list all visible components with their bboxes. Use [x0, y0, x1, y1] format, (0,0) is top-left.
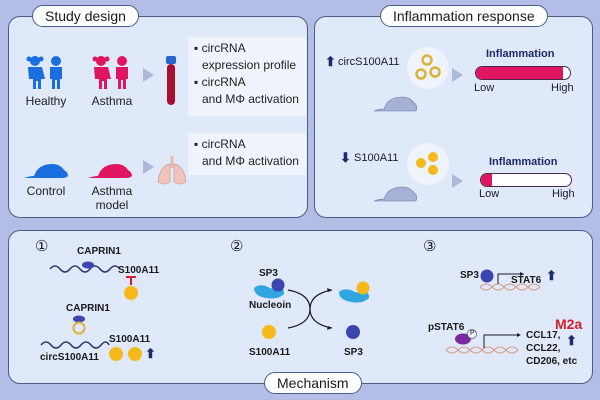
target-genes-list: CCL17, CCL22, CD206, etc — [526, 329, 577, 368]
up-arrow-icon: ⬆ — [145, 346, 156, 361]
inflammation-bar-fill-1 — [476, 67, 564, 79]
phospho-label: P — [470, 330, 475, 337]
low-label-1: Low — [474, 82, 495, 94]
arrow-right-icon — [143, 68, 154, 82]
box1-line-2: expression profile — [202, 58, 297, 72]
box1-line-4: and MΦ activation — [202, 92, 299, 106]
inflammation-bar-title-1: Inflammation — [486, 48, 555, 60]
circrna-caprin-icon — [72, 315, 86, 335]
sp3-protein-icon — [346, 325, 360, 339]
circs100a11-label: circS100A11 — [40, 352, 99, 363]
s100a11-protein-icon — [124, 286, 138, 300]
control-label: Control — [26, 184, 66, 198]
caprin1-label-a: CAPRIN1 — [77, 246, 121, 257]
inhibit-icon — [126, 276, 136, 285]
nucleoin-s100a11-complex-icon — [339, 281, 370, 303]
circs100a11-wave-icon — [40, 341, 110, 349]
asthma-model-line-1: Asthma — [91, 184, 133, 198]
pstat6-label: pSTAT6 — [428, 322, 465, 333]
high-label-1: High — [551, 82, 574, 94]
up-arrow-icon: ⬆ — [325, 54, 336, 69]
target-gene-ccl17: CCL17, — [526, 330, 561, 341]
sp3-label: SP3 — [259, 268, 278, 279]
arrow-right-icon — [143, 160, 154, 174]
asthma-children-icon — [92, 56, 128, 89]
box2-line-1: ▪ circRNA — [194, 137, 246, 151]
up-arrow-icon: ⬆ — [566, 333, 577, 348]
up-arrow-icon: ⬆ — [546, 268, 557, 283]
blood-tube-icon — [166, 56, 176, 105]
sp3-label-3: SP3 — [460, 270, 479, 281]
study-design-title: Study design — [32, 5, 139, 27]
box1-line-1: ▪ circRNA — [194, 41, 246, 55]
step-3-number: ③ — [423, 238, 437, 255]
mechanism-title: Mechanism — [264, 372, 362, 394]
inflammation-bar-1 — [475, 66, 571, 80]
mrna-wave-icon — [49, 261, 121, 273]
low-label-2: Low — [479, 188, 500, 200]
control-mouse-icon — [24, 164, 68, 178]
mechanism-panel — [8, 230, 593, 384]
inflammation-bar-2 — [480, 173, 572, 187]
m2a-label: M2a — [555, 316, 583, 332]
nucleoin-sp3-complex-icon — [254, 278, 285, 299]
s100a11-label-a: S100A11 — [118, 265, 160, 276]
s100a11-protein-icon — [407, 143, 449, 185]
dna-promoter-icon — [479, 269, 541, 291]
arrow-right-icon — [452, 68, 463, 82]
box2-line-2: and MΦ activation — [202, 154, 299, 168]
inflammation-bar-title-2: Inflammation — [489, 156, 558, 168]
target-gene-cd206: CD206, etc — [526, 356, 578, 367]
exchange-arrows-icon — [287, 288, 333, 330]
pstat6-dna-icon — [445, 329, 521, 354]
healthy-children-icon — [26, 56, 62, 89]
s100a11-label-b: S100A11 — [109, 334, 151, 345]
asthma-model-label: Asthma model — [84, 184, 140, 212]
s100a11-label-c: S100A11 — [249, 347, 291, 358]
asthma-model-line-2: model — [95, 198, 129, 212]
mouse-icon — [373, 186, 417, 202]
inflammation-title: Inflammation response — [380, 5, 548, 27]
step-2-number: ② — [230, 238, 244, 255]
circrna-rings-icon — [407, 47, 449, 89]
mouse-outcomes-box: ▪ circRNA and MΦ activation — [188, 133, 306, 175]
target-gene-ccl22: CCL22, — [526, 343, 561, 354]
s100a11-proteins-icon — [109, 347, 142, 361]
circs100a11-label: circS100A11 — [338, 56, 400, 68]
asthma-label: Asthma — [91, 94, 133, 108]
inflammation-bar-fill-2 — [481, 174, 492, 186]
s100a11-protein-icon — [262, 325, 276, 339]
high-label-2: High — [552, 188, 575, 200]
arrow-right-icon — [452, 174, 463, 188]
step-1-number: ① — [35, 238, 49, 255]
mouse-icon — [373, 96, 417, 112]
nucleoin-label: Nucleoin — [249, 300, 292, 311]
down-arrow-icon: ⬇ — [340, 150, 351, 165]
human-outcomes-box: ▪ circRNA expression profile ▪ circRNA a… — [188, 37, 306, 116]
s100a11-label: S100A11 — [354, 152, 399, 164]
asthma-mouse-icon — [88, 164, 132, 178]
box1-line-3: ▪ circRNA — [194, 75, 246, 89]
sp3-out-label: SP3 — [344, 347, 363, 358]
healthy-label: Healthy — [25, 94, 67, 108]
lungs-icon — [157, 156, 187, 185]
caprin1-label-b: CAPRIN1 — [66, 303, 110, 314]
stat6-label: STAT6 — [511, 275, 542, 286]
